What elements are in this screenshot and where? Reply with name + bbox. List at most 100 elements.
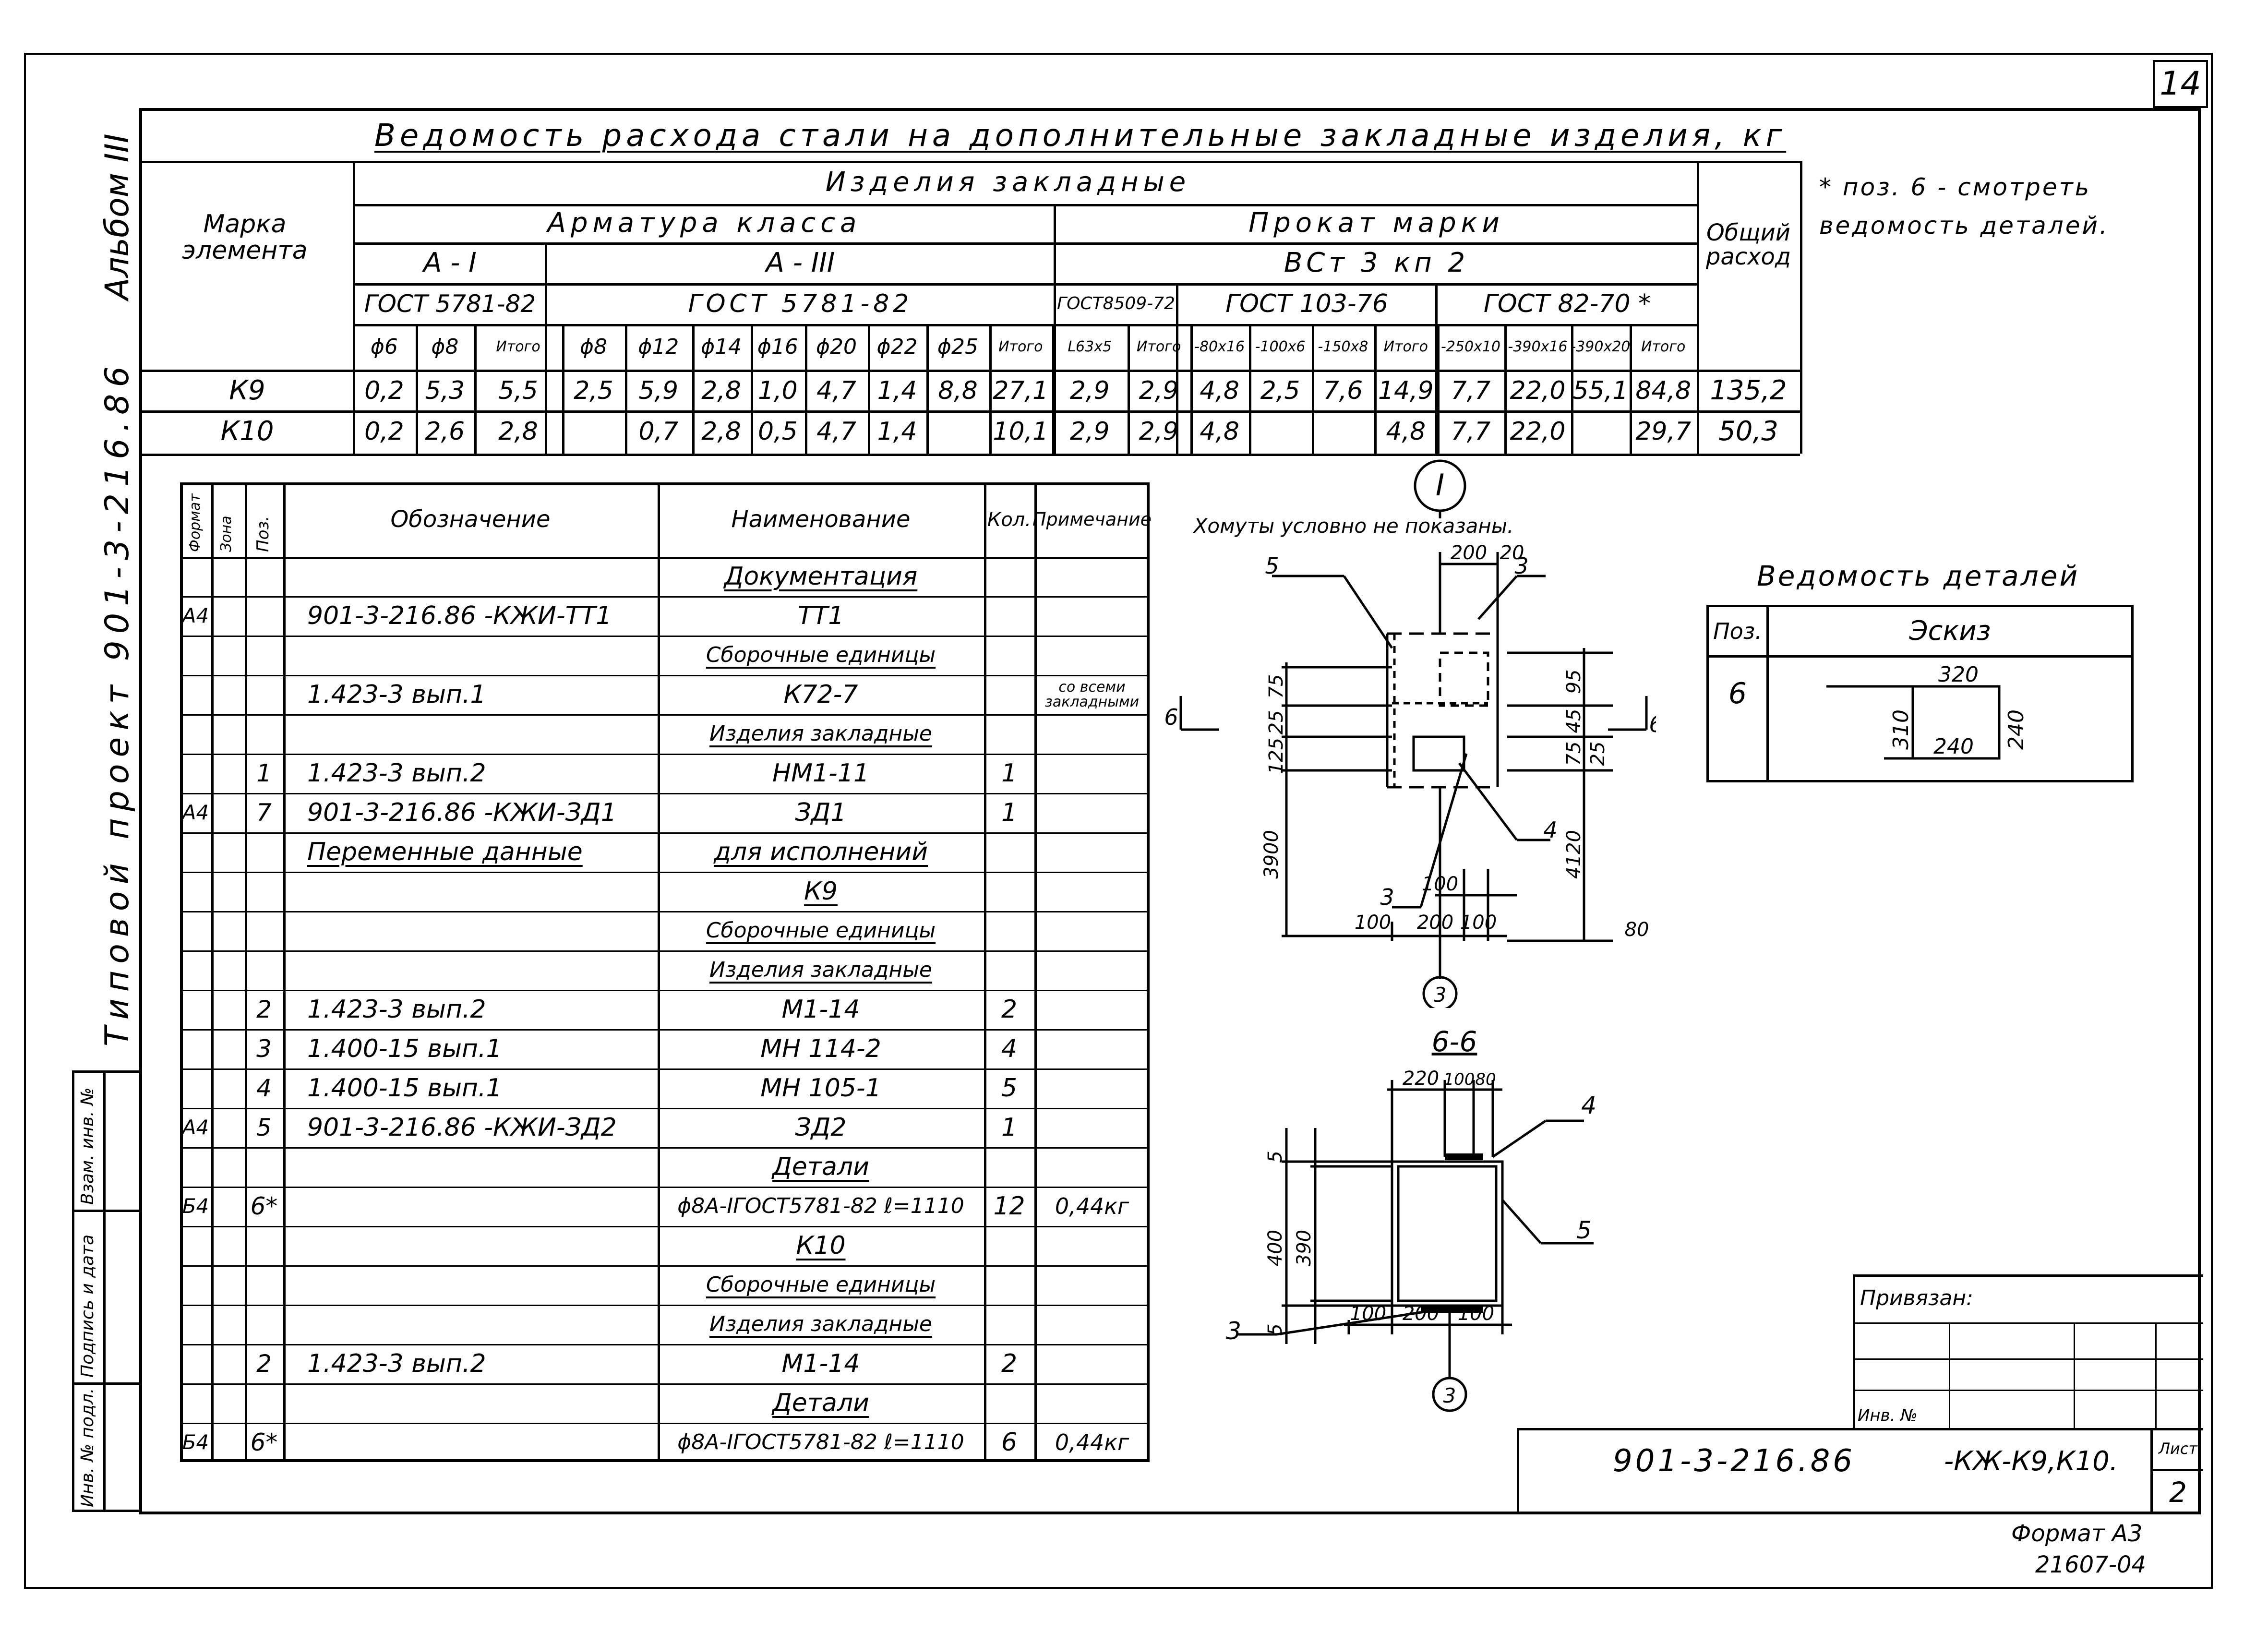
steel-subheader: -150x8 [1318, 338, 1368, 356]
steel-value: 22,0 [1510, 417, 1566, 446]
col-divider [805, 324, 808, 454]
spec-h-pos: Поз. [253, 516, 273, 552]
spec-h-format: Формат [187, 493, 204, 552]
steel-subheader: ϕ20 [816, 334, 857, 359]
steel-subheader: Итого [496, 338, 540, 356]
col-prokat: Прокат марки [1248, 207, 1504, 239]
spec-row-line [180, 675, 1150, 676]
spec-frame [180, 482, 1150, 1462]
steel-value: 1,4 [877, 376, 917, 405]
steel-subheader: ϕ6 [370, 334, 398, 359]
spec-designation: 1.423-3 вып.2 [307, 1349, 486, 1378]
spec-name: К72-7 [783, 680, 858, 709]
spec-designation: 901-3-216.86 -КЖИ-ТТ1 [307, 601, 612, 630]
plan-label-5: 5 [1265, 553, 1279, 579]
marker-I: I [1436, 468, 1444, 503]
spec-qty: 2 [1001, 1349, 1018, 1378]
spec-note [1034, 1265, 1150, 1305]
details-pos-6: 6 [1728, 676, 1747, 710]
spec-row-line [180, 950, 1150, 952]
privyazan-label: Привязан: [1860, 1285, 1973, 1310]
steel-value: 2,8 [701, 417, 741, 446]
col-divider [1374, 324, 1377, 454]
col-armature: Арматура класса [547, 207, 862, 239]
spec-row-line [180, 754, 1150, 755]
spec-pos [245, 872, 283, 911]
spec-qty [984, 714, 1034, 754]
drawing-section: 6-6 220 100 80 100 200 100 [1226, 1025, 1596, 1412]
spec-format [180, 911, 211, 950]
details-table [1706, 605, 2134, 782]
col-divider [867, 324, 870, 454]
spec-pos: 2 [256, 995, 272, 1023]
svg-text:240: 240 [1933, 734, 1974, 759]
spec-pos [245, 832, 283, 872]
spec-pos [245, 1305, 283, 1344]
spec-format [180, 557, 211, 596]
spec-pos: 2 [256, 1349, 272, 1378]
steel-value: 22,0 [1510, 376, 1566, 405]
gost-8509: ГОСТ8509-72 [1057, 294, 1175, 314]
spec-note [1034, 1383, 1150, 1423]
col-divider [750, 324, 753, 454]
steel-value: 4,8 [1386, 417, 1426, 446]
steel-value [926, 412, 989, 451]
svg-text:75: 75 [1563, 742, 1585, 766]
details-col-sketch: Эскиз [1909, 615, 1991, 647]
spec-format [180, 832, 211, 872]
stamp-vzam: Взам. инв. № [78, 1087, 97, 1205]
svg-text:100: 100 [1355, 912, 1391, 934]
col-divider [415, 324, 418, 454]
spec-pos [245, 714, 283, 754]
svg-text:5: 5 [1264, 1151, 1286, 1163]
col-divider [1248, 324, 1251, 454]
steel-subheader: ϕ16 [757, 334, 798, 359]
col-divider [692, 324, 695, 454]
svg-text:3900: 3900 [1260, 830, 1283, 879]
spec-row-line [180, 636, 1150, 637]
plan-axis-3: 3 [1434, 983, 1447, 1007]
album-label: Альбом III [98, 133, 136, 300]
steel-value: 2,8 [701, 376, 741, 405]
gost-103: ГОСТ 103-76 [1225, 289, 1388, 318]
spec-col-line [1034, 482, 1037, 1462]
steel-subheader: -250x10 [1440, 338, 1500, 356]
steel-row-mark: К9 [229, 374, 265, 406]
spec-designation: 901-3-216.86 -КЖИ-ЗД1 [307, 798, 617, 827]
steel-subheader: -390x16 [1508, 338, 1568, 356]
spec-format [180, 990, 211, 1029]
svg-text:400: 400 [1264, 1230, 1286, 1266]
spec-row-line [180, 832, 1150, 834]
spec-row-line [180, 1108, 1150, 1109]
spec-qty: 6 [1001, 1428, 1018, 1457]
spec-row-line [180, 1226, 1150, 1227]
gost-82: ГОСТ 82-70 * [1483, 289, 1651, 318]
spec-col-line [658, 482, 660, 1462]
steel-value: 5,3 [425, 376, 465, 405]
spec-qty [984, 911, 1034, 950]
col-divider [926, 324, 929, 454]
spec-note: со всеми закладными [1044, 678, 1140, 710]
spec-col-line [211, 482, 214, 1462]
spec-qty [984, 1147, 1034, 1187]
svg-text:220: 220 [1403, 1068, 1439, 1090]
steel-subheader: -100x6 [1255, 338, 1306, 356]
spec-note [1034, 1029, 1150, 1068]
spec-pos [245, 557, 283, 596]
spec-name: ϕ8А-IГОСТ5781-82 ℓ=1110 [677, 1429, 964, 1454]
steel-subheader: ϕ8 [431, 334, 459, 359]
steel-subheader: Итого [1383, 338, 1428, 356]
col-divider [1437, 324, 1440, 454]
svg-text:100: 100 [1350, 1303, 1386, 1325]
spec-row-line [180, 1305, 1150, 1306]
steel-row-mark: К10 [220, 415, 274, 447]
col-mark: Марка элемента [182, 210, 308, 265]
spec-note [1034, 950, 1150, 990]
spec-row-line [180, 1383, 1150, 1385]
footnote: * поз. 6 - смотреть ведомость деталей. [1819, 173, 2109, 240]
svg-text:100: 100 [1458, 1303, 1494, 1325]
spec-format [180, 714, 211, 754]
col-divider [1571, 324, 1574, 454]
spec-note [1034, 754, 1150, 793]
col-divider [1630, 324, 1632, 454]
